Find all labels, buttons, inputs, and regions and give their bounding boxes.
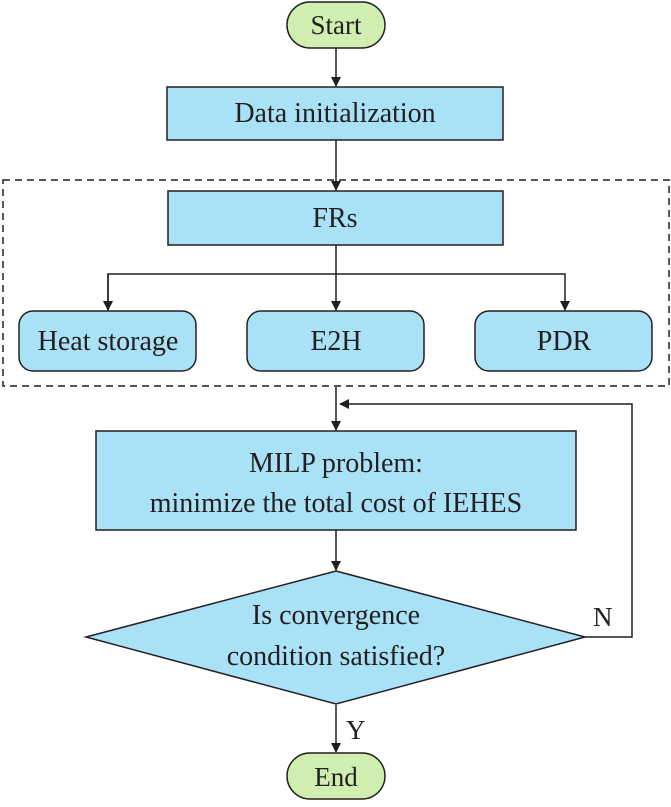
pdr-label: PDR — [537, 326, 592, 357]
pdr-box — [474, 310, 653, 372]
flexible-resources-group — [2, 179, 670, 387]
heat-storage-label: Heat storage — [38, 326, 179, 357]
data-init-box — [166, 86, 504, 141]
frs-box — [167, 190, 504, 246]
decision-label-line2: condition satisfied? — [227, 641, 446, 672]
data-init-label: Data initialization — [234, 98, 435, 129]
edge-decision-no-loop — [339, 399, 633, 638]
e2h-box — [246, 310, 425, 372]
convergence-decision — [83, 570, 588, 705]
connectors — [103, 48, 633, 753]
start-label: Start — [311, 10, 362, 40]
decision-label-line1: Is convergence — [252, 600, 420, 631]
start-terminal — [286, 1, 386, 49]
milp-box — [95, 430, 577, 531]
no-label: N — [593, 602, 613, 632]
e2h-label: E2H — [310, 326, 361, 357]
milp-label-line2: minimize the total cost of IEHES — [150, 488, 522, 519]
heat-storage-box — [18, 310, 197, 372]
end-terminal — [286, 752, 386, 800]
yes-label: Y — [346, 715, 366, 745]
frs-label: FRs — [312, 203, 357, 234]
end-label: End — [314, 762, 358, 792]
milp-label-line1: MILP problem: — [249, 448, 423, 479]
